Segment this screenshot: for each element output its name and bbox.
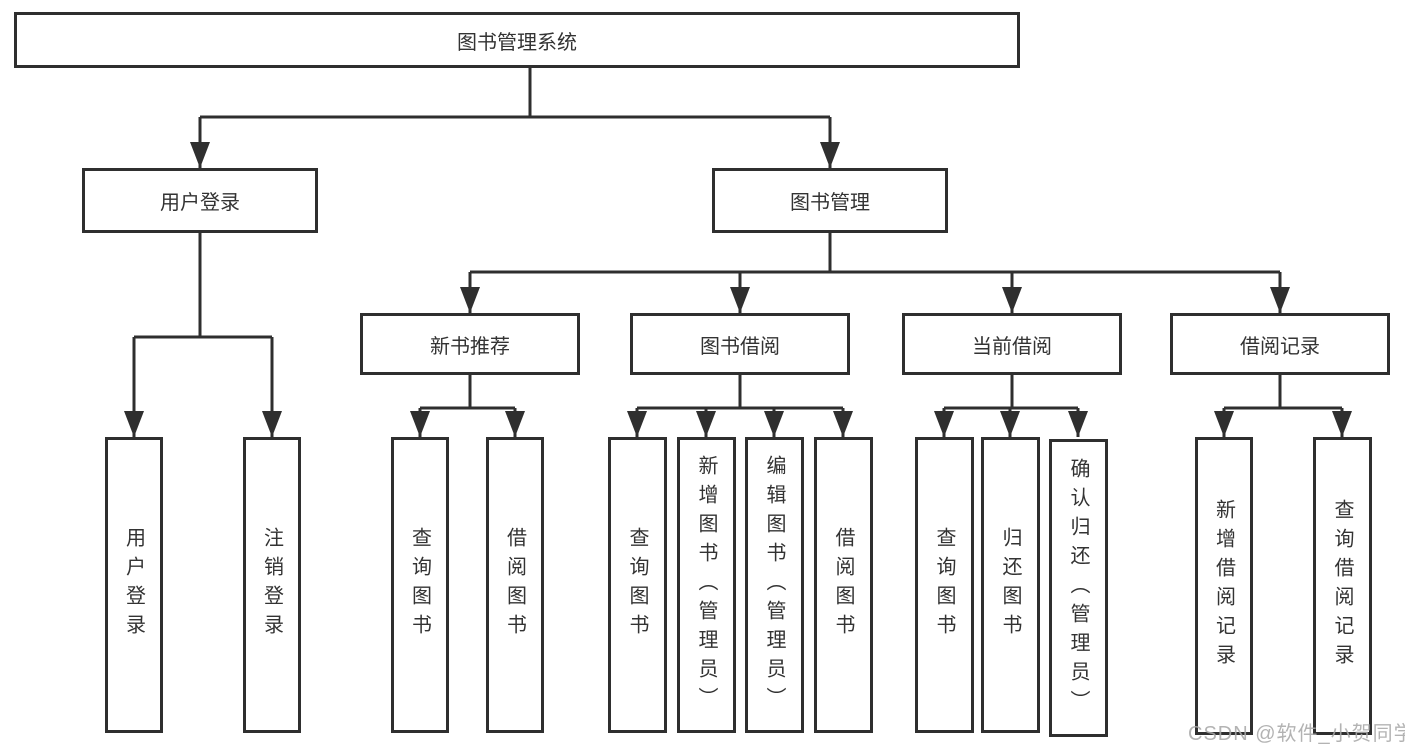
leaf-query-borrow-record: 查询借阅记录 bbox=[1313, 437, 1372, 735]
leaf-query-books-recommend: 查询图书 bbox=[391, 437, 449, 733]
node-user-login: 用户登录 bbox=[82, 168, 318, 233]
node-new-book-recommend: 新书推荐 bbox=[360, 313, 580, 375]
node-book-management-label: 图书管理 bbox=[790, 192, 870, 214]
leaf-confirm-return-admin: 确认归还（管理员） bbox=[1049, 439, 1108, 737]
leaf-return-book-label: 归还图书 bbox=[999, 527, 1021, 643]
node-new-book-recommend-label: 新书推荐 bbox=[430, 335, 510, 358]
leaf-query-books-current: 查询图书 bbox=[915, 437, 974, 733]
leaf-user-login-label: 用户登录 bbox=[122, 527, 145, 643]
node-book-borrow: 图书借阅 bbox=[630, 313, 850, 375]
leaf-borrow-books-recommend-label: 借阅图书 bbox=[503, 527, 526, 643]
node-current-borrow: 当前借阅 bbox=[902, 313, 1122, 375]
leaf-query-books-current-label: 查询图书 bbox=[933, 527, 955, 643]
csdn-watermark: CSDN @软件_小贺同学 bbox=[1188, 723, 1405, 745]
leaf-query-borrow-record-label: 查询借阅记录 bbox=[1331, 499, 1353, 673]
node-root-label: 图书管理系统 bbox=[457, 31, 577, 54]
node-user-login-label: 用户登录 bbox=[160, 192, 240, 214]
node-borrow-records: 借阅记录 bbox=[1170, 313, 1390, 375]
node-book-borrow-label: 图书借阅 bbox=[700, 335, 780, 358]
leaf-borrow-books-label: 借阅图书 bbox=[832, 527, 854, 643]
leaf-confirm-return-admin-label: 确认归还（管理员） bbox=[1067, 457, 1089, 719]
leaf-query-books-borrow: 查询图书 bbox=[608, 437, 667, 733]
leaf-borrow-books-recommend: 借阅图书 bbox=[486, 437, 544, 733]
leaf-edit-book-admin: 编辑图书（管理员） bbox=[745, 437, 804, 733]
node-book-management: 图书管理 bbox=[712, 168, 948, 233]
leaf-user-login: 用户登录 bbox=[105, 437, 163, 733]
leaf-return-book: 归还图书 bbox=[981, 437, 1040, 733]
node-root-system: 图书管理系统 bbox=[14, 12, 1020, 68]
leaf-query-books-borrow-label: 查询图书 bbox=[626, 527, 648, 643]
leaf-edit-book-admin-label: 编辑图书（管理员） bbox=[763, 454, 785, 716]
node-borrow-records-label: 借阅记录 bbox=[1240, 335, 1320, 358]
leaf-add-borrow-record: 新增借阅记录 bbox=[1195, 437, 1253, 735]
leaf-logout: 注销登录 bbox=[243, 437, 301, 733]
leaf-add-book-admin-label: 新增图书（管理员） bbox=[695, 454, 717, 716]
leaf-borrow-books: 借阅图书 bbox=[814, 437, 873, 733]
node-current-borrow-label: 当前借阅 bbox=[972, 335, 1052, 358]
leaf-query-books-recommend-label: 查询图书 bbox=[408, 527, 431, 643]
leaf-logout-label: 注销登录 bbox=[260, 527, 283, 643]
arrowhead-icons bbox=[124, 142, 1352, 437]
leaf-add-book-admin: 新增图书（管理员） bbox=[677, 437, 736, 733]
leaf-add-borrow-record-label: 新增借阅记录 bbox=[1212, 499, 1235, 673]
